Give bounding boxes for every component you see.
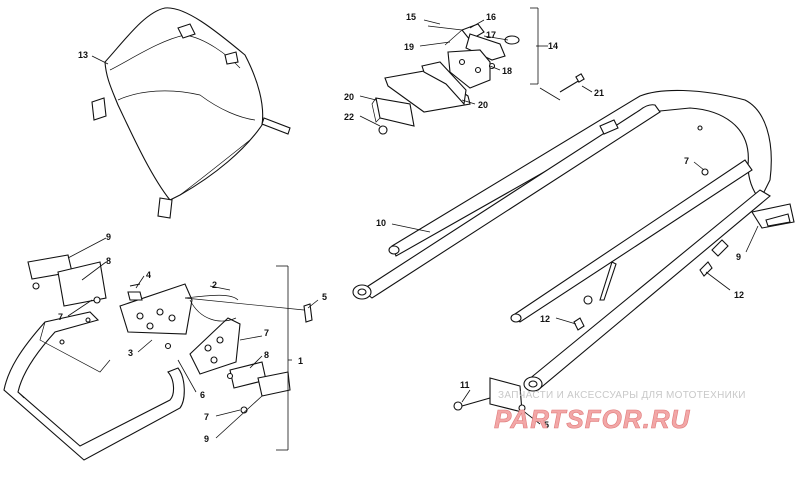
callout-16: 16	[486, 12, 496, 22]
callout-15: 15	[406, 12, 416, 22]
callout-1: 1	[298, 356, 303, 366]
callout-7-left: 7	[58, 312, 63, 322]
callout-14: 14	[548, 41, 558, 51]
watermark-tagline: ЗАПЧАСТИ И АКСЕССУАРЫ ДЛЯ МОТОТЕХНИКИ	[498, 390, 746, 401]
callout-22: 22	[344, 112, 354, 122]
callout-12-center: 12	[540, 314, 550, 324]
callout-12-right: 12	[734, 290, 744, 300]
callout-8-lower: 8	[264, 350, 269, 360]
callout-17: 17	[486, 30, 496, 40]
bracket-plates	[371, 61, 471, 135]
callout-7-mid: 7	[264, 328, 269, 338]
callout-20-left: 20	[344, 92, 354, 102]
callout-9-lower: 9	[204, 434, 209, 444]
callout-5-left: 5	[322, 292, 327, 302]
callout-21: 21	[594, 88, 604, 98]
callout-9-left-top: 9	[106, 232, 111, 242]
tube-frame	[352, 89, 772, 392]
watermark: ЗАПЧАСТИ И АКСЕССУАРЫ ДЛЯ МОТОТЕХНИКИ PA…	[494, 390, 746, 434]
left-bracket-assembly	[27, 254, 313, 451]
callout-5-right: 5	[544, 420, 549, 430]
callout-labels: 13 15 16 17 14 19 18 20 20 22 21 7 10 9 …	[58, 12, 744, 444]
bolt-21	[539, 73, 585, 101]
callout-2: 2	[212, 280, 217, 290]
front-bumper	[3, 311, 185, 461]
mount-bracket-assembly	[427, 7, 539, 89]
callout-9-right: 9	[736, 252, 741, 262]
callout-19: 19	[404, 42, 414, 52]
callout-13: 13	[78, 50, 88, 60]
callout-6: 6	[200, 390, 205, 400]
leader-lines	[67, 19, 759, 439]
windshield-shroud	[91, 7, 291, 219]
watermark-brand: PARTSFOR.RU	[494, 404, 691, 434]
right-pads-and-clips	[573, 203, 795, 331]
callout-11: 11	[460, 380, 470, 390]
callout-8-left-top: 8	[106, 256, 111, 266]
callout-18: 18	[502, 66, 512, 76]
callout-4: 4	[146, 270, 151, 280]
callout-10: 10	[376, 218, 386, 228]
callout-3: 3	[128, 348, 133, 358]
callout-20-right: 20	[478, 100, 488, 110]
callout-7-lower: 7	[204, 412, 209, 422]
lower-right-mount	[453, 377, 526, 413]
callout-7-frame: 7	[684, 156, 689, 166]
